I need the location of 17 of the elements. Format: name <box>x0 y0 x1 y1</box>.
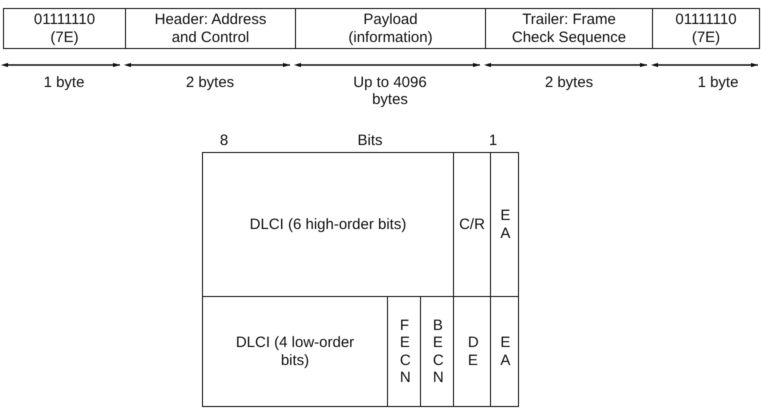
dimension-label: Up to 4096 bytes <box>352 74 428 108</box>
bit-number: 1 <box>488 132 498 150</box>
frame-field: Payload (information) <box>295 8 486 49</box>
axis-label: Bits <box>358 132 382 150</box>
frame-field: 01111110 (7E) <box>652 8 760 49</box>
dimension-label: 2 bytes <box>544 74 594 92</box>
bit-field: E A <box>490 296 519 407</box>
bit-number: 8 <box>220 132 228 150</box>
frame-field: Header: Address and Control <box>125 8 296 49</box>
dimension-label: 1 byte <box>696 74 740 92</box>
bit-field: DLCI (6 high-order bits) <box>202 152 454 297</box>
frame-field: Trailer: Frame Check Sequence <box>485 8 653 49</box>
bit-field: E A <box>490 152 519 297</box>
bit-field: DLCI (4 low-order bits) <box>202 296 388 407</box>
dimension-label: 2 bytes <box>184 74 236 92</box>
frame-field: 01111110 (7E) <box>3 8 126 49</box>
dimension-label: 1 byte <box>42 74 86 92</box>
